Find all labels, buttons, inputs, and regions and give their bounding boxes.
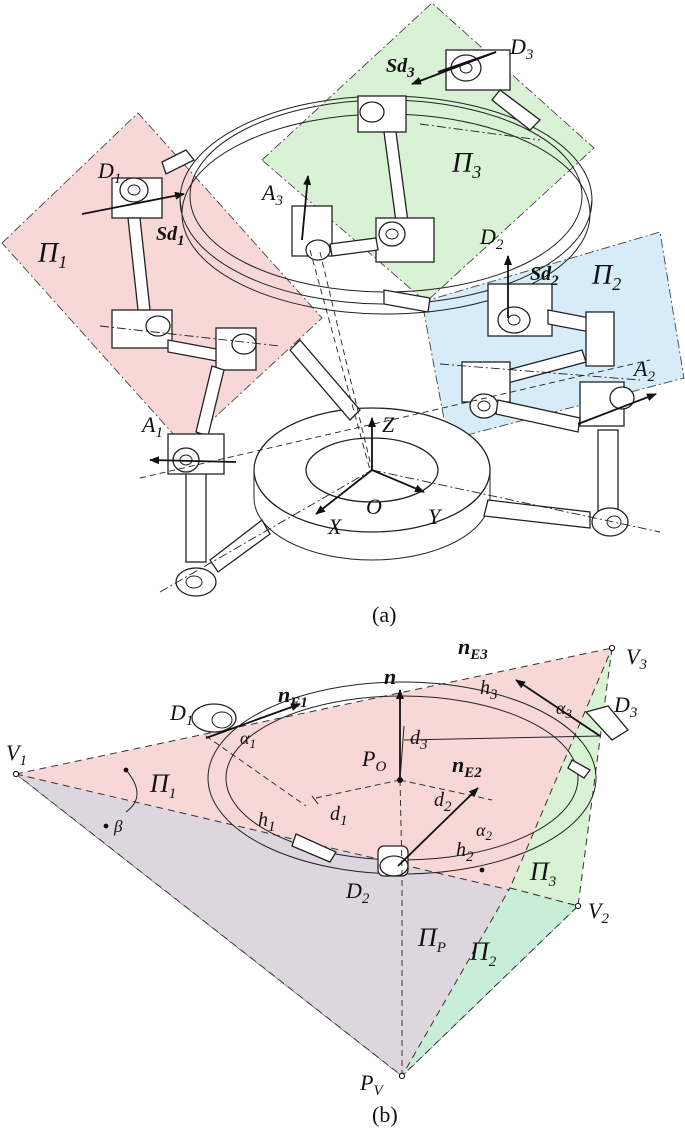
figure-b: n nE1 nE2 nE3 V1 V3 V2 D1 D2 D3 PO PV ΠP… bbox=[6, 634, 647, 1127]
svg-text:Π2: Π2 bbox=[591, 260, 621, 294]
label-Pi1: Π bbox=[37, 238, 60, 269]
svg-text:Sd1: Sd1 bbox=[156, 223, 185, 249]
svg-text:D3: D3 bbox=[613, 692, 637, 721]
svg-text:nE1: nE1 bbox=[278, 682, 308, 711]
label-D1: D bbox=[97, 158, 114, 183]
construction-lines-a bbox=[99, 123, 661, 593]
label-PV: P bbox=[359, 1070, 373, 1095]
svg-text:nE2: nE2 bbox=[452, 752, 482, 781]
label-Pi3-b: Π bbox=[529, 857, 551, 886]
label-a2: α bbox=[476, 820, 486, 840]
plane-pi3 bbox=[261, 2, 595, 303]
svg-text:D3: D3 bbox=[509, 34, 533, 63]
label-D3: D bbox=[509, 34, 526, 59]
label-nE1: n bbox=[278, 682, 290, 707]
ring-b bbox=[191, 681, 629, 877]
svg-text:V2: V2 bbox=[588, 898, 609, 927]
svg-text:h3: h3 bbox=[480, 677, 498, 703]
svg-text:Π1: Π1 bbox=[149, 769, 176, 802]
svg-text:α2: α2 bbox=[476, 820, 492, 843]
svg-text:Π2: Π2 bbox=[469, 937, 497, 970]
label-d1: d bbox=[330, 803, 341, 825]
svg-text:PO: PO bbox=[361, 746, 386, 775]
labels-b: n nE1 nE2 nE3 V1 V3 V2 D1 D2 D3 PO PV ΠP… bbox=[6, 634, 647, 1099]
label-D1-b: D bbox=[169, 700, 186, 725]
base-legs bbox=[175, 339, 629, 597]
leg-1 bbox=[111, 149, 257, 475]
svg-text:ΠP: ΠP bbox=[417, 923, 446, 956]
svg-text:α3: α3 bbox=[556, 698, 572, 721]
leg-3 bbox=[291, 49, 541, 263]
label-A1: A bbox=[140, 412, 156, 437]
label-Y: Y bbox=[428, 504, 443, 529]
label-O: O bbox=[366, 494, 382, 519]
svg-text:A3: A3 bbox=[260, 180, 283, 209]
label-PO: P bbox=[361, 746, 375, 771]
label-D2-b: D bbox=[345, 878, 362, 903]
label-Sd1: Sd bbox=[156, 223, 178, 245]
label-Pi3: Π bbox=[451, 148, 474, 179]
label-h3: h bbox=[480, 677, 490, 699]
svg-text:V1: V1 bbox=[6, 740, 27, 769]
plane-pi2-b bbox=[401, 887, 579, 1077]
svg-text:Sd3: Sd3 bbox=[386, 55, 415, 81]
label-d3: d bbox=[410, 727, 421, 749]
label-Sd2: Sd bbox=[530, 263, 552, 285]
svg-text:d2: d2 bbox=[434, 789, 452, 815]
label-beta: β bbox=[113, 817, 123, 836]
caption-a: (a) bbox=[372, 602, 396, 627]
leg-2 bbox=[383, 283, 635, 433]
svg-text:Π1: Π1 bbox=[37, 238, 67, 272]
label-V1: V bbox=[6, 740, 22, 765]
label-nE2: n bbox=[452, 752, 464, 777]
svg-text:nE3: nE3 bbox=[458, 634, 488, 663]
svg-text:A1: A1 bbox=[140, 412, 163, 441]
vectors-a bbox=[81, 51, 657, 515]
label-A3: A bbox=[260, 180, 276, 205]
label-D2: D bbox=[479, 224, 496, 249]
label-PP: Π bbox=[417, 923, 439, 952]
labels-a: D1 Sd1 Π1 D3 Sd3 Π3 A3 D2 Sd2 Π2 A2 A1 Z… bbox=[37, 34, 655, 539]
svg-text:PV: PV bbox=[359, 1070, 384, 1099]
svg-text:d3: d3 bbox=[410, 727, 428, 753]
label-n: n bbox=[384, 664, 396, 689]
label-Pi1-b: Π bbox=[149, 769, 171, 798]
svg-text:D2: D2 bbox=[479, 224, 504, 253]
label-A2: A bbox=[632, 356, 648, 381]
label-Pi2: Π bbox=[591, 260, 614, 291]
label-h1: h bbox=[258, 809, 268, 831]
svg-text:h2: h2 bbox=[456, 839, 474, 865]
label-Z: Z bbox=[382, 412, 395, 437]
label-V2: V bbox=[588, 898, 604, 923]
label-V3: V bbox=[626, 644, 642, 669]
label-nE3: n bbox=[458, 634, 470, 659]
svg-text:h1: h1 bbox=[258, 809, 276, 835]
label-D3-b: D bbox=[613, 692, 630, 717]
vectors-b bbox=[205, 679, 601, 867]
construction-lines-b bbox=[205, 735, 601, 1076]
label-a1: α bbox=[240, 728, 250, 748]
svg-text:d1: d1 bbox=[330, 803, 348, 829]
points-b bbox=[12, 644, 616, 1080]
svg-text:Π3: Π3 bbox=[529, 857, 556, 890]
label-d2: d bbox=[434, 789, 445, 811]
svg-text:α1: α1 bbox=[240, 728, 256, 751]
svg-text:D2: D2 bbox=[345, 878, 370, 907]
label-Pi2-b: Π bbox=[469, 937, 491, 966]
svg-text:V3: V3 bbox=[626, 644, 647, 673]
caption-b: (b) bbox=[372, 1102, 398, 1127]
label-X: X bbox=[327, 514, 343, 539]
svg-text:A2: A2 bbox=[632, 356, 655, 385]
svg-text:D1: D1 bbox=[169, 700, 193, 729]
figure-a: D1 Sd1 Π1 D3 Sd3 Π3 A3 D2 Sd2 Π2 A2 A1 Z… bbox=[1, 2, 685, 627]
svg-text:D1: D1 bbox=[97, 158, 121, 187]
label-h2: h bbox=[456, 839, 466, 861]
svg-text:Sd2: Sd2 bbox=[530, 263, 559, 289]
label-a3: α bbox=[556, 698, 566, 718]
svg-text:Π3: Π3 bbox=[451, 148, 481, 182]
label-Sd3: Sd bbox=[386, 55, 408, 77]
